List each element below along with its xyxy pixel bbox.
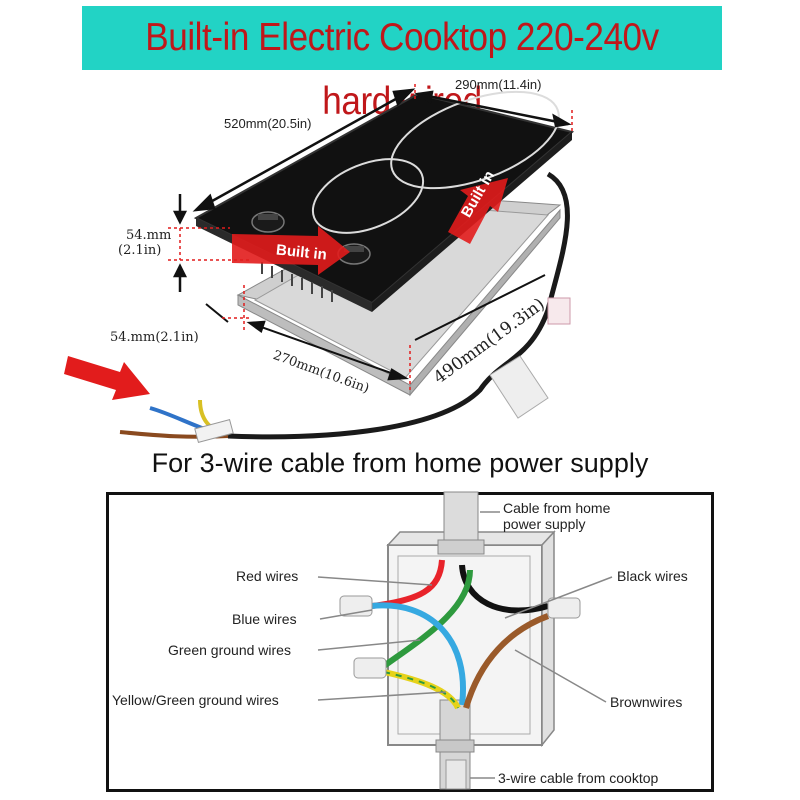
label-brown-wires: Brownwires — [610, 694, 683, 710]
title-banner: Built-in Electric Cooktop 220-240v hard … — [82, 6, 722, 123]
dim-height-value: 54.mm — [126, 228, 172, 243]
wire-black — [459, 564, 549, 614]
dim-width-top: 520mm(20.5in) — [224, 116, 312, 131]
label-cable-home-line2: power supply — [503, 516, 586, 532]
wire-yellow-stripe — [383, 671, 459, 709]
label-black-wires: Black wires — [617, 568, 688, 584]
dim-height-in: (2.1in) — [118, 243, 162, 258]
knob-left — [251, 211, 285, 233]
burner-front — [311, 158, 425, 234]
dim-lines — [172, 88, 572, 381]
wire-blue-top — [371, 602, 466, 706]
dim-cutout-height: 54.mm(2.1in) — [110, 330, 199, 345]
built-in-arrow-side — [448, 178, 508, 244]
callout-lines — [317, 511, 613, 779]
label-cable-cooktop: 3-wire cable from cooktop — [498, 770, 659, 786]
label-red-wires: Red wires — [236, 568, 299, 584]
label-green-ground-wires: Green ground wires — [168, 642, 291, 658]
vents — [261, 262, 333, 302]
label-cable-home: Cable from home power supply — [503, 500, 610, 532]
wire-nut-left-mid — [353, 657, 387, 679]
label-cable-home-line1: Cable from home — [503, 500, 611, 516]
cable-red-arrow — [64, 356, 150, 400]
wire-nut-right — [547, 597, 581, 619]
terminal-block — [489, 355, 549, 419]
wire-brown — [463, 613, 550, 709]
label-yellow-green-ground-wires: Yellow/Green ground wires — [112, 692, 279, 708]
wire-green — [382, 569, 473, 669]
cable-tag-top — [547, 297, 571, 325]
wiring-subtitle: For 3-wire cable from home power supply — [151, 448, 649, 478]
label-blue-wires: Blue wires — [232, 611, 297, 627]
dim-guides-red — [168, 84, 573, 392]
wiring-diagram-frame — [106, 492, 714, 792]
built-in-arrow-front — [232, 226, 350, 275]
dim-depth-top: 290mm(11.4in) — [455, 77, 542, 92]
